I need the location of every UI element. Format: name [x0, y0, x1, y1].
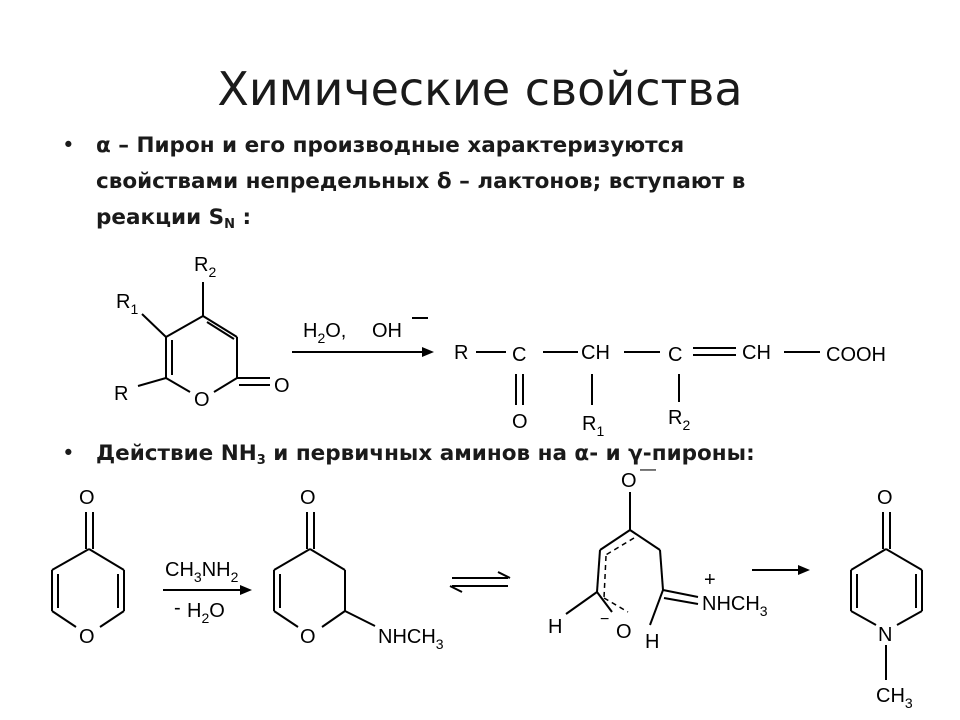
open-o-charge: − [600, 611, 609, 628]
bullet-dot: • [62, 133, 75, 158]
product-c1-label: C [512, 344, 526, 366]
product-r2-label: R2 [668, 407, 690, 433]
open-oxygen-charge: — [640, 461, 656, 478]
slide-title: Химические свойства [217, 62, 743, 116]
r1-label: R1 [116, 291, 138, 317]
gamma-carbonyl-oxygen-label: O [79, 487, 95, 509]
ring-oxygen-label: O [194, 389, 210, 411]
pyridone-structure [850, 512, 923, 680]
reagent-water-loss-label: H2O [187, 600, 225, 626]
bullet-line: свойствами непредельных δ – лактонов; вс… [96, 169, 746, 194]
bullet-line: α – Пирон и его производные характеризую… [96, 133, 685, 158]
bullet-dot: • [62, 441, 75, 466]
bullet-amines: • Действие NH3 и первичных аминов на α- … [62, 436, 896, 479]
open-oxygen-bottom-label: O [616, 621, 632, 643]
intermediate-carbonyl-oxygen-label: O [300, 487, 316, 509]
gamma-ring-oxygen-label: O [79, 626, 95, 648]
reagent-minus-label: - [174, 597, 181, 619]
pyridone-methyl-label: CH3 [876, 685, 913, 711]
r-label: R [114, 383, 128, 405]
open-chain-structure [565, 492, 699, 626]
open-h-bottom-label: H [645, 631, 659, 653]
r2-label: R2 [194, 254, 216, 280]
open-h-left-label: H [548, 616, 562, 638]
reagent-water-label: H2O, [303, 320, 346, 346]
reagent-hydroxide-label: OH [372, 320, 402, 342]
bullet-sn-reactions: • α – Пирон и его производные характериз… [62, 128, 886, 243]
product-r1-label: R1 [582, 413, 604, 439]
bullet-line: реакции SN : [96, 205, 252, 232]
product-oxygen-label: O [512, 411, 528, 433]
reagent-methylamine-label: CH3NH2 [165, 559, 239, 585]
alpha-pyrone-structure [137, 282, 270, 393]
intermediate-nhch3-label: NHCH3 [378, 626, 444, 652]
open-oxygen-label: O [621, 470, 637, 492]
product-ch2-label: CH [742, 342, 771, 364]
pyridone-nitrogen-label: N [878, 624, 892, 646]
product-ch1-label: CH [581, 342, 610, 364]
product-c2-label: C [668, 344, 682, 366]
open-plus-charge: + [704, 569, 716, 591]
open-nhch3-label: NHCH3 [702, 593, 768, 619]
product-r-label: R [454, 342, 468, 364]
gamma-pyrone-structure [51, 512, 125, 628]
pyridone-carbonyl-oxygen-label: O [877, 487, 893, 509]
carbonyl-oxygen-label: O [274, 375, 290, 397]
product-cooh-label: COOH [826, 344, 886, 366]
intermediate-ring-oxygen-label: O [300, 626, 316, 648]
intermediate-structure [273, 512, 376, 628]
